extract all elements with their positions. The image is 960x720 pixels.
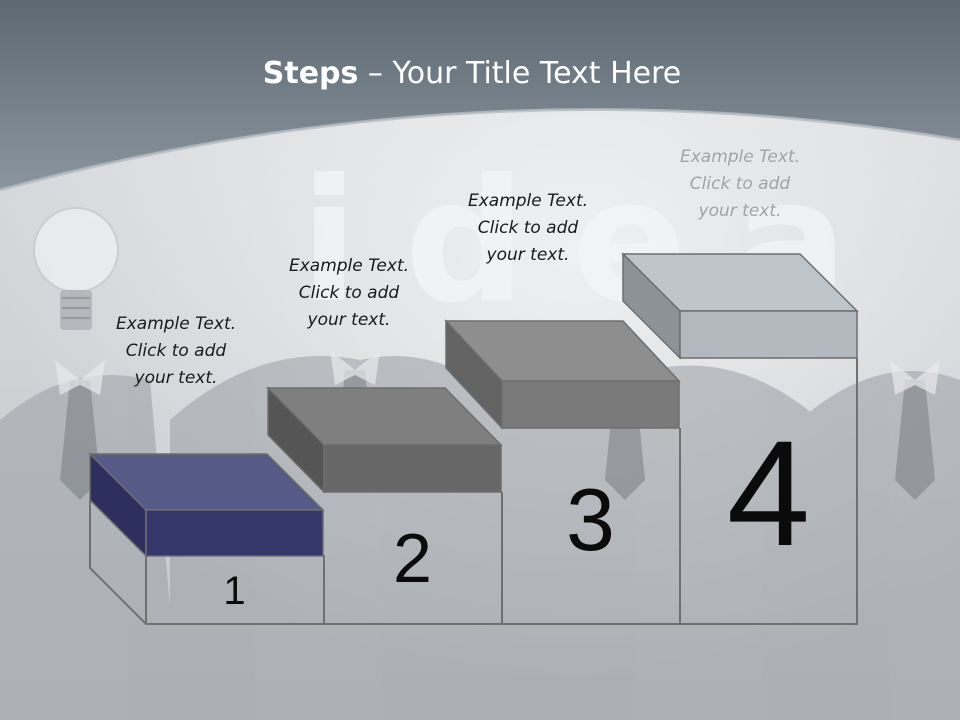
step-4-text-line: your text. bbox=[698, 201, 782, 221]
title-rest: – Your Title Text Here bbox=[358, 56, 682, 91]
step-3-number: 3 bbox=[566, 470, 615, 569]
step-4-text-line: Example Text. bbox=[679, 147, 801, 167]
step-2-text-line: your text. bbox=[307, 310, 391, 330]
slide-title[interactable]: Steps – Your Title Text Here bbox=[0, 52, 944, 96]
step-2-text-line: Example Text. bbox=[288, 256, 410, 276]
step-1-text[interactable]: Example Text. Click to add your text. bbox=[76, 311, 276, 392]
header-band bbox=[0, 0, 960, 190]
step-4-number: 4 bbox=[726, 409, 811, 577]
step-4-text-line: Click to add bbox=[689, 174, 791, 194]
step-4-block[interactable] bbox=[621, 252, 859, 360]
steps-outline bbox=[89, 358, 858, 625]
step-1-text-line: Example Text. bbox=[115, 314, 237, 334]
step-2-number: 2 bbox=[393, 519, 432, 597]
step-3-block[interactable] bbox=[444, 319, 681, 430]
step-3-text[interactable]: Example Text. Click to add your text. bbox=[428, 188, 628, 269]
light-bulb-icon bbox=[33, 207, 119, 330]
step-3-text-line: Example Text. bbox=[467, 191, 589, 211]
step-2-text[interactable]: Example Text. Click to add your text. bbox=[249, 253, 449, 334]
step-1-text-line: Click to add bbox=[125, 341, 227, 361]
step-3-text-line: your text. bbox=[486, 245, 570, 265]
title-bold: Steps bbox=[262, 56, 359, 91]
step-3-text-line: Click to add bbox=[477, 218, 579, 238]
step-2-text-line: Click to add bbox=[298, 283, 400, 303]
step-1-block[interactable] bbox=[88, 452, 325, 558]
step-2-block[interactable] bbox=[266, 386, 503, 494]
step-1-number: 1 bbox=[223, 569, 246, 613]
step-4-text[interactable]: Example Text. Click to add your text. bbox=[640, 144, 840, 225]
step-1-text-line: your text. bbox=[134, 368, 218, 388]
